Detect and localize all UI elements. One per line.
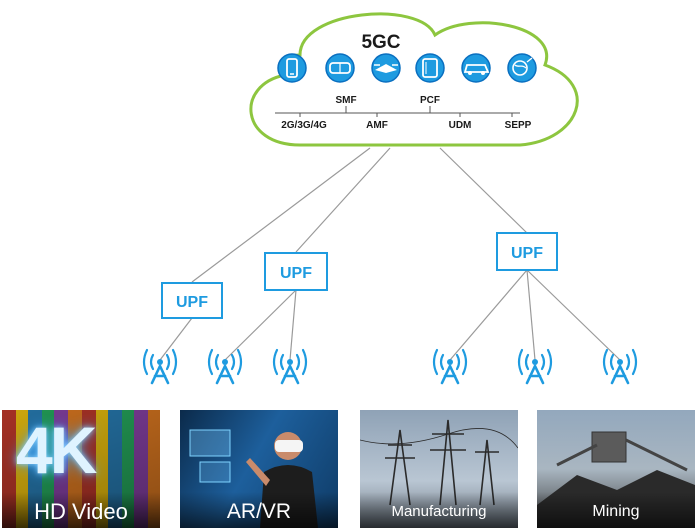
antenna-tower-icon xyxy=(272,348,308,385)
core-links xyxy=(191,147,528,283)
antenna-tower-icon xyxy=(517,348,553,385)
nf-smf: SMF xyxy=(335,95,356,106)
power-tower-illustration xyxy=(360,419,518,506)
nf-legacy-ran: 2G/3G/4G xyxy=(281,120,327,131)
device-icons xyxy=(277,53,537,83)
scenario-hd-video: 4K HD Video xyxy=(2,410,160,528)
4k-overlay: 4K xyxy=(16,413,97,487)
tablet-icon xyxy=(415,53,445,83)
vr-headset-icon xyxy=(325,53,355,83)
upf-label: UPF xyxy=(176,294,208,311)
core-title: 5GC xyxy=(361,32,400,53)
link-core-upf-3 xyxy=(439,147,528,234)
nf-sepp: SEPP xyxy=(505,120,532,131)
scenario-mining-label: Mining xyxy=(537,492,695,528)
upf-node-2: UPF xyxy=(264,252,328,291)
scenario-ar-vr-label: AR/VR xyxy=(180,492,338,528)
access-links xyxy=(159,269,621,361)
scenario-manufacturing-label: Manufacturing xyxy=(360,492,518,528)
antenna-tower-icon xyxy=(142,348,178,385)
antenna-tower-icon xyxy=(602,348,638,385)
link-core-upf-1 xyxy=(191,147,371,283)
globe-icon xyxy=(507,53,537,83)
drone-icon xyxy=(371,53,401,83)
link-upf2-bs3 xyxy=(289,289,297,361)
scenario-mining: Mining xyxy=(537,410,695,528)
scenario-hd-video-label: HD Video xyxy=(2,492,160,528)
link-upf3-bs6 xyxy=(526,269,621,361)
scenario-manufacturing: Manufacturing xyxy=(360,410,518,528)
link-upf1-bs1 xyxy=(159,317,193,361)
service-bus xyxy=(275,106,520,117)
nf-amf: AMF xyxy=(366,120,388,131)
upf-node-1: UPF xyxy=(161,282,223,319)
link-upf3-bs4 xyxy=(449,269,528,361)
base-stations xyxy=(142,348,638,385)
car-icon xyxy=(461,53,491,83)
scenario-ar-vr: AR/VR xyxy=(180,410,338,528)
smartphone-icon xyxy=(277,53,307,83)
upf-label: UPF xyxy=(280,265,312,282)
5gc-cloud xyxy=(249,12,579,147)
upf-label: UPF xyxy=(511,245,543,262)
antenna-tower-icon xyxy=(207,348,243,385)
link-upf2-bs2 xyxy=(224,289,297,361)
link-upf3-bs5 xyxy=(526,269,536,361)
nf-udm: UDM xyxy=(449,120,472,131)
nf-pcf: PCF xyxy=(420,95,440,106)
antenna-tower-icon xyxy=(432,348,468,385)
link-core-upf-2 xyxy=(295,147,391,253)
upf-node-3: UPF xyxy=(496,232,558,271)
